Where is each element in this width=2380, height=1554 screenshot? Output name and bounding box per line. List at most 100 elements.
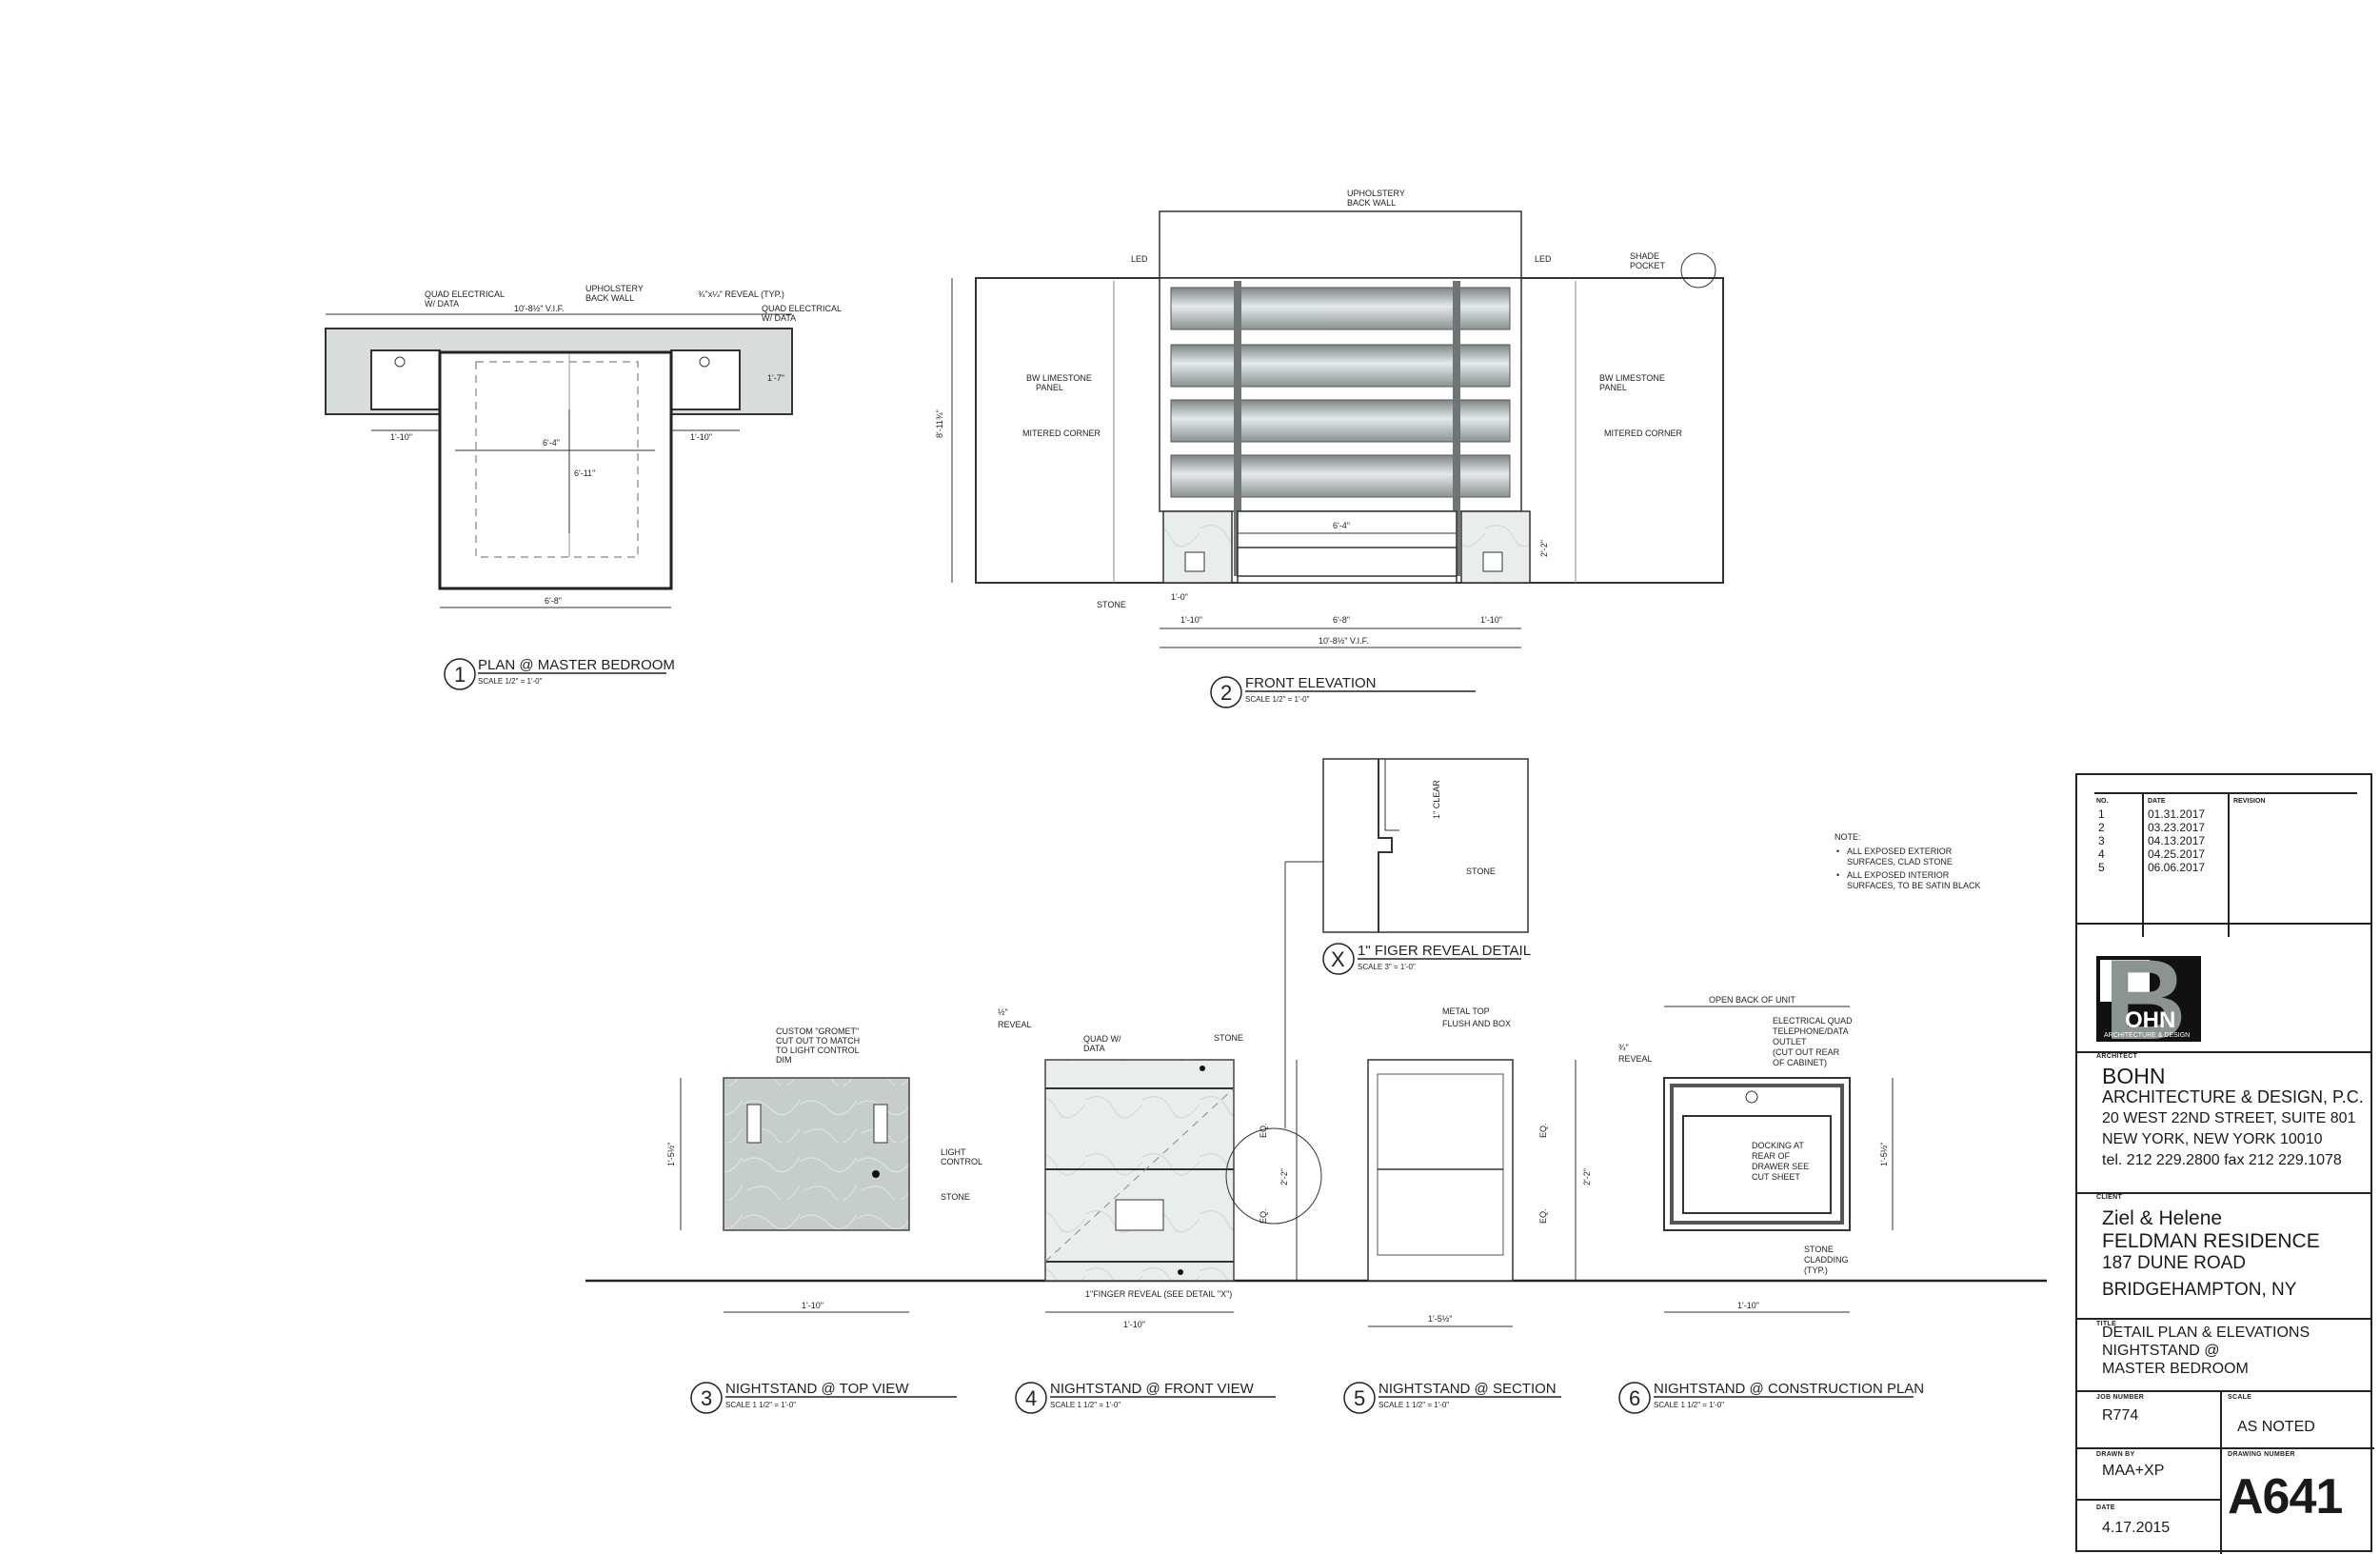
revision-header-date: DATE	[2148, 798, 2166, 805]
top-note-3: TO LIGHT CONTROL	[776, 1046, 860, 1055]
title-line-1: DETAIL PLAN & ELEVATIONS	[2102, 1325, 2311, 1341]
revision-no-4: 4	[2098, 847, 2105, 861]
elev-right-nightstand	[1460, 510, 1531, 584]
revision-date-1: 01.31.2017	[2148, 807, 2206, 821]
front-quad-outlet	[1115, 1199, 1164, 1231]
construction-note-9: DOCKING AT	[1752, 1141, 1804, 1150]
construction-dim-width-value: 1'-10"	[1737, 1301, 1759, 1310]
elev-note-led-left: LED	[1131, 254, 1148, 264]
front-note-5: STONE	[1214, 1033, 1243, 1043]
front-drawer-diagonal	[1044, 1087, 1235, 1263]
section-scale: SCALE 1 1/2" = 1'-0"	[1378, 1401, 1449, 1409]
front-stone-callout-top	[1200, 1066, 1205, 1071]
revision-date-5: 06.06.2017	[2148, 861, 2206, 874]
construction-note-11: DRAWER SEE	[1752, 1162, 1809, 1171]
elev-scale: SCALE 1/2" = 1'-0"	[1245, 695, 1310, 704]
construction-scale: SCALE 1 1/2" = 1'-0"	[1654, 1401, 1724, 1409]
title-line-3: MASTER BEDROOM	[2102, 1361, 2249, 1377]
title-block-divider-title	[2077, 1318, 2370, 1320]
construction-note-4: OUTLET	[1773, 1037, 1807, 1046]
elev-note-stone: STONE	[1097, 600, 1126, 609]
construction-note-7: ¾"	[1618, 1043, 1629, 1052]
construction-note-14: CLADDING	[1804, 1255, 1849, 1265]
architect-phone: tel. 212 229.2800 fax 212 229.1078	[2102, 1152, 2342, 1168]
front-title: NIGHTSTAND @ FRONT VIEW	[1050, 1381, 1255, 1397]
elev-drawing-number-circle	[1210, 676, 1242, 708]
drawing-front-elevation: UPHOLSTERY BACK WALL LED LED SHADE POCKE…	[935, 189, 1724, 708]
elev-dim-right-stand: 1'-10"	[1480, 615, 1502, 625]
client-line-3: 187 DUNE ROAD	[2102, 1253, 2246, 1273]
elev-note-limestone-r2: PANEL	[1599, 383, 1627, 392]
construction-note-5: (CUT OUT REAR	[1773, 1047, 1840, 1057]
title-block-divider-drawing-number	[2220, 1447, 2374, 1449]
construction-note-2: ELECTRICAL QUAD	[1773, 1016, 1853, 1026]
title-block-divider-logo	[2077, 923, 2370, 925]
front-detail-x-callout	[1225, 1127, 1322, 1225]
elev-note-limestone-l1: BW LIMESTONE	[1026, 373, 1092, 383]
front-dim-width-value: 1'-10"	[1123, 1320, 1145, 1329]
elev-title: FRONT ELEVATION	[1245, 675, 1377, 691]
elev-drawing-number: 2	[1220, 681, 1232, 705]
elev-dim-stand-height: 2'-2"	[1539, 540, 1549, 557]
top-note-5: LIGHT	[941, 1147, 966, 1157]
plan-dim-overall: 10'-8½" V.I.F.	[514, 304, 565, 313]
plan-dim-bed-width: 6'-4"	[543, 438, 560, 448]
bohn-logo-letter: B	[2104, 936, 2187, 1064]
elev-note-upholstery-2: BACK WALL	[1347, 198, 1396, 208]
general-notes-item-3: ALL EXPOSED INTERIOR	[1847, 870, 1950, 880]
bohn-logo-tagline: ARCHITECTURE & DESIGN	[2104, 1032, 2191, 1039]
plan-dim-frame-width: 6'-8"	[545, 596, 562, 606]
detail-x-scale: SCALE 3" = 1'-0"	[1358, 963, 1416, 971]
architect-address-1: 20 WEST 22ND STREET, SUITE 801	[2102, 1110, 2356, 1126]
top-dim-width-value: 1'-10"	[802, 1301, 823, 1310]
revision-no-3: 3	[2098, 834, 2105, 847]
top-note-2: CUT OUT TO MATCH	[776, 1036, 860, 1046]
general-notes-item-4: SURFACES, TO BE SATIN BLACK	[1847, 881, 1981, 890]
elev-note-shade-2: POCKET	[1630, 261, 1666, 270]
top-grommet-left	[746, 1104, 762, 1144]
construction-note-13: STONE	[1804, 1245, 1834, 1254]
drawing-nightstand-construction-plan: OPEN BACK OF UNIT ELECTRICAL QUAD TELEPH…	[1618, 995, 1924, 1414]
client-line-4: BRIDGEHAMPTON, NY	[2102, 1280, 2297, 1300]
elev-outlet-right	[1482, 551, 1503, 572]
front-dim-height-value: 2'-2"	[1279, 1168, 1289, 1185]
section-body	[1367, 1059, 1514, 1282]
construction-drawer	[1682, 1115, 1832, 1214]
top-scale: SCALE 1 1/2" = 1'-0"	[725, 1401, 796, 1409]
front-dim-eq-2: EQ.	[1259, 1208, 1268, 1224]
front-scale: SCALE 1 1/2" = 1'-0"	[1050, 1401, 1121, 1409]
construction-note-15: (TYP.)	[1804, 1265, 1828, 1275]
front-drawing-number: 4	[1025, 1386, 1037, 1410]
elev-left-nightstand	[1162, 510, 1233, 584]
detail-x-title: 1" FIGER REVEAL DETAIL	[1358, 943, 1531, 959]
front-dim-eq-1: EQ.	[1259, 1123, 1268, 1138]
architect-address-2: NEW YORK, NEW YORK 10010	[2102, 1131, 2323, 1147]
elev-dim-height-value: 8'-11¾"	[935, 409, 944, 438]
top-dim-depth-value: 1'-5½"	[666, 1143, 676, 1166]
top-note-1: CUSTOM "GROMET"	[776, 1026, 859, 1036]
drawing-plan-master-bedroom: QUAD ELECTRICAL W/ DATA UPHOLSTERY BACK …	[325, 284, 842, 690]
detail-x-profile-inner	[1384, 759, 1399, 831]
top-drawing-number-circle	[690, 1382, 723, 1414]
top-title: NIGHTSTAND @ TOP VIEW	[725, 1381, 909, 1397]
bohn-logo: B OHN ARCHITECTURE & DESIGN	[2096, 943, 2201, 1057]
elev-note-upholstery-1: UPHOLSTERY	[1347, 189, 1405, 198]
construction-drawing-number-circle	[1618, 1382, 1651, 1414]
detail-x-number-circle	[1322, 943, 1355, 975]
revision-no-2: 2	[2098, 821, 2105, 834]
plan-dim-depth: 1'-7"	[767, 373, 784, 383]
construction-note-12: CUT SHEET	[1752, 1172, 1800, 1182]
front-note-2: REVEAL	[998, 1020, 1032, 1029]
plan-note-quad-4: W/ DATA	[762, 313, 796, 323]
construction-note-8: REVEAL	[1618, 1054, 1653, 1064]
drawn-by-label: DRAWN BY	[2096, 1451, 2135, 1458]
front-note-3: QUAD W/	[1083, 1034, 1121, 1044]
revision-date-4: 04.25.2017	[2148, 847, 2206, 861]
detail-x-number: X	[1331, 947, 1345, 971]
elev-shade-callout	[1680, 252, 1716, 289]
title-block-divider-client	[2077, 1192, 2370, 1194]
elev-outlet-left	[1184, 551, 1205, 572]
detail-x-frame	[1322, 758, 1529, 933]
section-dim-width-value: 1'-5½"	[1428, 1314, 1452, 1324]
construction-note-3: TELEPHONE/DATA	[1773, 1026, 1849, 1036]
